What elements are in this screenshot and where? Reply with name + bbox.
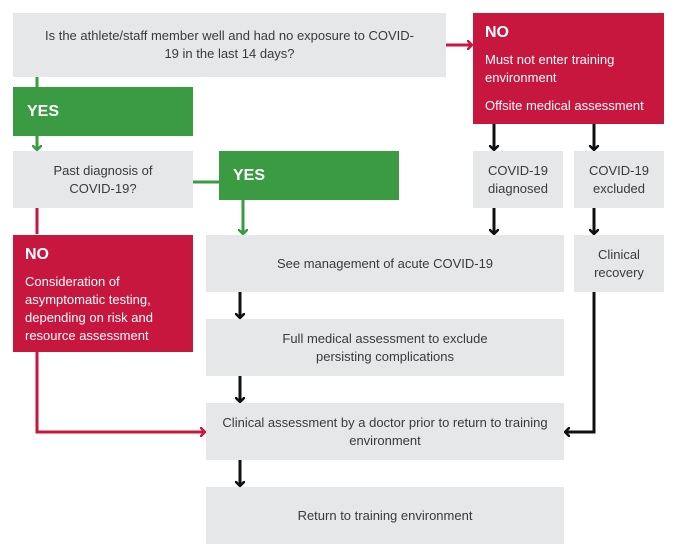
clinical-recovery-text: Clinical recovery <box>594 246 644 280</box>
arrow-no-left-to-assessment <box>35 352 205 432</box>
question-well-no-exposure: Is the athlete/staff member well and had… <box>13 13 446 77</box>
yes-left-label: YES <box>27 102 60 120</box>
clinical-assessment-box: Clinical assessment by a doctor prior to… <box>206 403 564 460</box>
no-left-box: NO Consideration of asymptomatic testing… <box>13 235 193 352</box>
acute-covid-box: See management of acute COVID-19 <box>206 235 564 292</box>
yes-mid-box: YES <box>219 151 399 200</box>
yes-mid-label: YES <box>233 166 266 184</box>
covid-excluded-box: COVID-19 excluded <box>574 151 664 208</box>
full-assessment-text: Full medical assessment to exclude persi… <box>282 330 488 364</box>
return-text: Return to training environment <box>297 507 473 523</box>
no-top-line2: Offsite medical assessment <box>485 98 644 113</box>
clinical-recovery-box: Clinical recovery <box>574 235 664 292</box>
question-well-text: Is the athlete/staff member well and had… <box>44 28 414 61</box>
return-box: Return to training environment <box>206 487 564 544</box>
covid-excluded-text: COVID-19 excluded <box>589 162 649 196</box>
no-left-heading: NO <box>25 246 49 263</box>
clinical-assessment-text: Clinical assessment by a doctor prior to… <box>222 414 548 448</box>
acute-covid-text: See management of acute COVID-19 <box>276 255 494 271</box>
covid-diagnosed-box: COVID-19 diagnosed <box>473 151 563 208</box>
no-top-line1: Must not enter training environment <box>485 52 615 85</box>
no-top-heading: NO <box>485 24 509 41</box>
no-left-line1: Consideration of asymptomatic testing, d… <box>25 274 153 343</box>
question-past-diagnosis: Past diagnosis of COVID-19? <box>13 151 193 208</box>
covid-diagnosed-text: COVID-19 diagnosed <box>488 162 548 196</box>
arrow-recovery-to-clinical <box>565 292 596 432</box>
question-past-text: Past diagnosis of COVID-19? <box>53 162 153 196</box>
full-assessment-box: Full medical assessment to exclude persi… <box>206 319 564 376</box>
no-top-box: NO Must not enter training environment O… <box>473 13 664 124</box>
yes-left-box: YES <box>13 87 193 136</box>
